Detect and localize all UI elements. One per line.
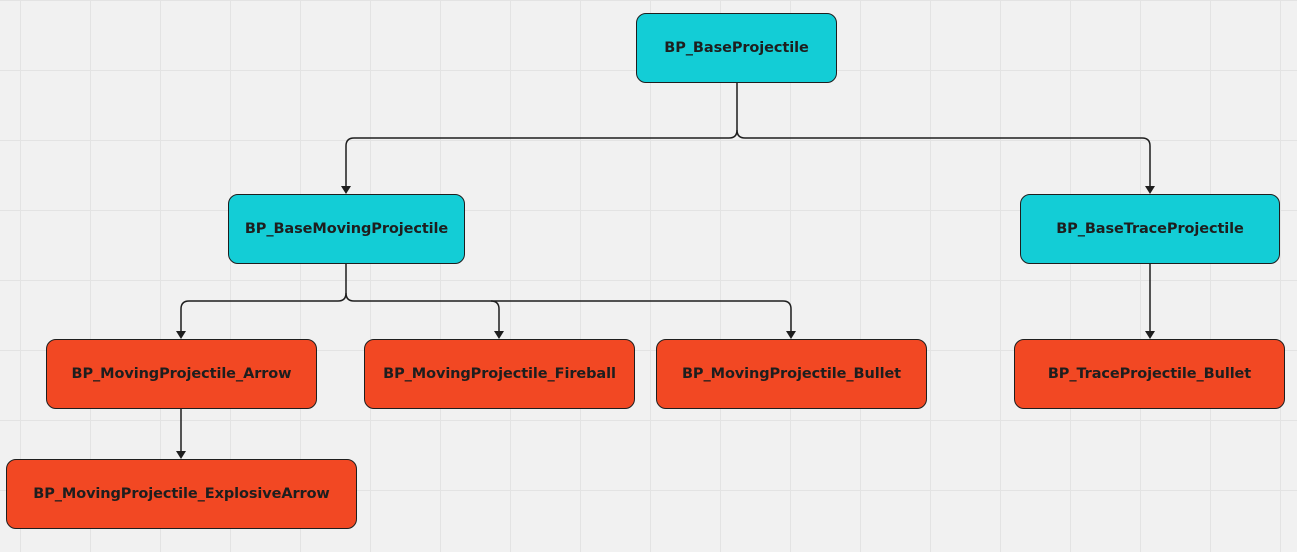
arrowhead xyxy=(341,186,351,194)
node-label: BP_BaseTraceProjectile xyxy=(1056,221,1244,237)
edge-base-to-moving xyxy=(345,83,738,188)
node-label: BP_TraceProjectile_Bullet xyxy=(1047,366,1252,382)
node-label: BP_BaseProjectile xyxy=(664,40,809,56)
arrowhead xyxy=(786,331,796,339)
arrowhead xyxy=(176,451,186,459)
node-bp-base-projectile[interactable]: BP_BaseProjectile xyxy=(636,13,837,83)
arrowhead xyxy=(176,331,186,339)
node-bp-moving-projectile-arrow[interactable]: BP_MovingProjectile_Arrow xyxy=(46,339,317,409)
arrowhead xyxy=(1145,331,1155,339)
arrowhead xyxy=(1145,186,1155,194)
edge-moving-to-arrow xyxy=(180,264,347,333)
node-label: BP_MovingProjectile_Arrow xyxy=(71,366,292,382)
node-bp-moving-projectile-fireball[interactable]: BP_MovingProjectile_Fireball xyxy=(364,339,635,409)
node-bp-base-trace-projectile[interactable]: BP_BaseTraceProjectile xyxy=(1020,194,1280,264)
node-bp-base-moving-projectile[interactable]: BP_BaseMovingProjectile xyxy=(228,194,465,264)
node-label: BP_MovingProjectile_ExplosiveArrow xyxy=(33,486,330,502)
node-bp-trace-projectile-bullet[interactable]: BP_TraceProjectile_Bullet xyxy=(1014,339,1285,409)
node-label: BP_MovingProjectile_Fireball xyxy=(383,366,616,382)
edge-moving-to-bullet xyxy=(491,300,792,333)
node-bp-moving-projectile-bullet[interactable]: BP_MovingProjectile_Bullet xyxy=(656,339,927,409)
node-label: BP_MovingProjectile_Bullet xyxy=(681,366,902,382)
edge-moving-to-fireball xyxy=(345,292,500,333)
edge-base-to-trace xyxy=(736,129,1151,188)
node-label: BP_BaseMovingProjectile xyxy=(244,221,449,237)
arrowhead xyxy=(494,331,504,339)
node-bp-moving-projectile-explosive-arrow[interactable]: BP_MovingProjectile_ExplosiveArrow xyxy=(6,459,357,529)
